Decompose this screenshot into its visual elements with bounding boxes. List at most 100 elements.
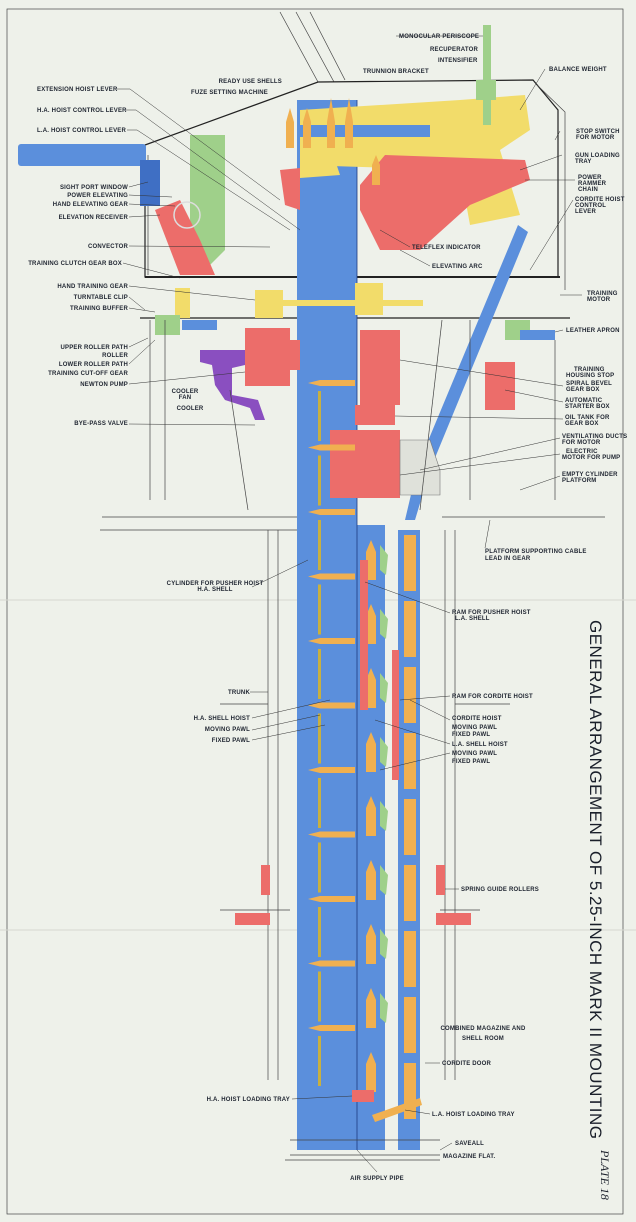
- la-shell: [366, 668, 376, 708]
- label-gun-loading-tray: TRAY: [575, 159, 592, 165]
- hoist-rod: [318, 584, 321, 635]
- label-air-supply-pipe: AIR SUPPLY PIPE: [350, 1176, 404, 1182]
- plate-title: GENERAL ARRANGEMENT OF 5.25-INCH MARK II…: [586, 620, 605, 1139]
- label-trunk: TRUNK: [228, 690, 250, 696]
- label-fixed-pawl: FIXED PAWL: [452, 732, 490, 738]
- structure-lines: [100, 319, 605, 1161]
- ha-shell: [308, 444, 355, 451]
- cooler-shape: [200, 350, 265, 420]
- ha-loading-tray-shape: [352, 1090, 374, 1102]
- ram-pusher-hoist-la-shape: [360, 560, 368, 710]
- cordite-case: [404, 865, 416, 921]
- ha-shell: [308, 702, 355, 709]
- label-extension-hoist-lever: EXTENSION HOIST LEVER: [37, 87, 118, 93]
- label-hand-training-gear: HAND TRAINING GEAR: [57, 284, 128, 290]
- la-shell: [366, 796, 376, 836]
- ha-shell: [308, 896, 355, 902]
- la-pawl: [380, 609, 388, 639]
- electric-motor-shape: [330, 430, 400, 498]
- cordite-case: [404, 931, 416, 987]
- label-sight-port-window: SIGHT PORT WINDOW: [60, 185, 128, 191]
- la-pawl: [380, 929, 388, 959]
- label-ready-use-shells: READY USE SHELLS: [219, 79, 282, 85]
- la-shell: [366, 860, 376, 900]
- label-cooler-fan: COOLER: [172, 389, 199, 395]
- label-cooler-fan: FAN: [179, 395, 192, 401]
- label-hand-elevating-gear: HAND ELEVATING GEAR: [53, 202, 129, 208]
- label-training-motor: MOTOR: [587, 297, 611, 303]
- hoist-rod: [318, 520, 321, 570]
- spiral-bevel-gearbox-shape: [360, 330, 400, 405]
- label-spring-guide-rollers: SPRING GUIDE ROLLERS: [461, 887, 539, 893]
- label-newton-pump: NEWTON PUMP: [80, 382, 128, 388]
- label-fixed-pawl: FIXED PAWL: [212, 738, 250, 744]
- label-intensifier: INTENSIFIER: [438, 58, 478, 64]
- label-cooler: COOLER: [177, 406, 204, 412]
- periscope-shape: [483, 25, 491, 125]
- la-shell: [366, 988, 376, 1028]
- label-ram-pusher-hoist-la: RAM FOR PUSHER HOIST: [452, 610, 531, 616]
- label-platform-supporting-cable: LEAD IN GEAR: [485, 556, 531, 562]
- hoist-rod: [318, 1036, 321, 1086]
- ha-shell: [308, 767, 355, 773]
- ventilating-duct-shape: [399, 439, 441, 496]
- cordite-case: [404, 733, 416, 789]
- label-cylinder-pusher-hoist: H.A. SHELL: [197, 587, 232, 593]
- la-shell: [366, 924, 376, 964]
- label-bye-pass-valve: BYE-PASS VALVE: [74, 421, 128, 427]
- ha-shell: [308, 638, 355, 644]
- label-combined-magazine: SHELL ROOM: [462, 1036, 504, 1042]
- label-training-clutch-gear-box: TRAINING CLUTCH GEAR BOX: [28, 261, 122, 267]
- cordite-case: [404, 667, 416, 723]
- la-pawl: [380, 865, 388, 895]
- la-pawl: [380, 737, 388, 767]
- la-pawl: [380, 993, 388, 1023]
- la-pawl: [380, 673, 388, 703]
- ha-shell: [308, 573, 355, 580]
- label-automatic-starter-box: AUTOMATIC: [565, 398, 603, 404]
- elevation-receiver-shape: [155, 200, 215, 275]
- label-platform-supporting-cable: PLATFORM SUPPORTING CABLE: [485, 549, 587, 555]
- label-roller: ROLLER: [102, 353, 128, 359]
- label-gun-loading-tray: GUN LOADING: [575, 153, 620, 159]
- ha-shells: [308, 380, 355, 1086]
- ram-cordite-hoist-shape: [392, 650, 399, 780]
- label-electric-motor-pump: MOTOR FOR PUMP: [562, 455, 620, 461]
- label-convector: CONVECTOR: [88, 244, 128, 250]
- label-ventilating-ducts: VENTILATING DUCTS: [562, 434, 627, 440]
- label-power-rammer-chain: RAMMER: [578, 181, 607, 187]
- label-teleflex-indicator: TELEFLEX INDICATOR: [412, 245, 481, 251]
- la-pawl: [380, 545, 388, 575]
- label-power-elevating: POWER ELEVATING: [67, 193, 128, 199]
- cordite-case: [404, 535, 416, 591]
- label-training-housing-stop: HOUSING STOP: [566, 373, 614, 379]
- label-training-motor: TRAINING: [587, 291, 618, 297]
- label-ha-hoist-loading-tray: H.A. HOIST LOADING TRAY: [207, 1097, 290, 1103]
- label-stop-switch: STOP SWITCH: [576, 129, 620, 135]
- label-training-cutoff-gear: TRAINING CUT-OFF GEAR: [48, 371, 128, 377]
- label-balance-weight: BALANCE WEIGHT: [549, 67, 607, 73]
- ready-use-shells: [286, 98, 380, 185]
- label-fuze-setting-machine: FUZE SETTING MACHINE: [191, 90, 268, 96]
- label-power-rammer-chain: POWER: [578, 175, 602, 181]
- label-cordite-hoist-control-lever: CONTROL: [575, 203, 606, 209]
- label-la-shell-hoist: L.A. SHELL HOIST: [452, 742, 508, 748]
- label-moving-pawl: MOVING PAWL: [452, 751, 497, 757]
- label-turntable-clip: TURNTABLE CLIP: [74, 295, 128, 301]
- label-trunnion-bracket: TRUNNION BRACKET: [363, 69, 429, 75]
- la-loading-tray-shape: [372, 1098, 422, 1122]
- leader-lines: [117, 35, 582, 1173]
- label-stop-switch: FOR MOTOR: [576, 135, 615, 141]
- cordite-case: [404, 601, 416, 657]
- cradle-shape: [300, 125, 430, 137]
- label-ram-cordite-hoist: RAM FOR CORDITE HOIST: [452, 694, 533, 700]
- label-ha-hoist-control-lever: H.A. HOIST CONTROL LEVER: [37, 108, 127, 114]
- la-shell: [366, 1052, 376, 1092]
- label-automatic-starter-box: STARTER BOX: [565, 404, 610, 410]
- training-gear-shape: [255, 290, 283, 318]
- label-upper-roller-path: UPPER ROLLER PATH: [60, 345, 128, 351]
- label-oil-tank: GEAR BOX: [565, 421, 599, 427]
- ha-shell: [308, 960, 355, 967]
